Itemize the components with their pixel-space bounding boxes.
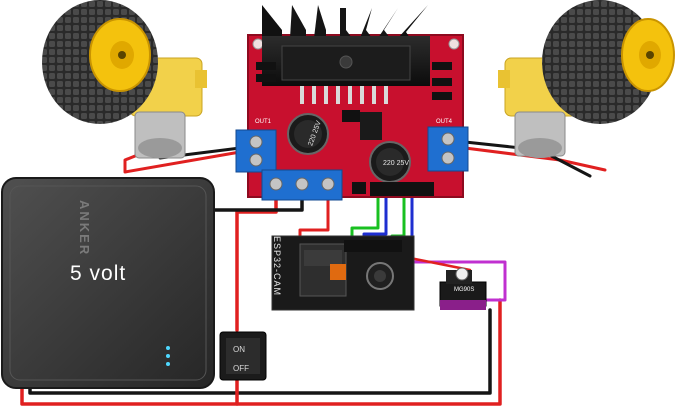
heatsink-icon: [262, 5, 430, 86]
capacitor-1: [287, 113, 329, 155]
ic-pins: [300, 86, 388, 104]
esp32-label: ESP32-CAM: [272, 236, 282, 297]
capacitor-2: [369, 141, 411, 183]
servo-label: MG90S: [454, 287, 475, 293]
switch-on-label: ON: [233, 345, 245, 354]
wire-power-black: [210, 196, 304, 242]
wheel-left: [42, 0, 207, 159]
powerbank: [1, 177, 215, 389]
terminal-power: [261, 169, 343, 201]
terminal-out1: [235, 129, 277, 173]
toggle-switch-icon: [219, 331, 267, 381]
terminal-out4: [427, 126, 469, 172]
out4-label: OUT4: [436, 119, 453, 125]
powerbank-label: 5 volt: [70, 262, 127, 285]
out1-label: OUT1: [255, 119, 272, 125]
wire-power-red: [235, 196, 278, 332]
switch-off-label: OFF: [233, 364, 249, 373]
powerbank-brand: ANKER: [77, 200, 92, 257]
esp32-cam-board: [271, 235, 415, 311]
wheel-right: [498, 0, 675, 158]
motor-driver-board: [235, 5, 469, 201]
servo-motor-icon: [439, 267, 487, 310]
capacitor-2-label: 220 25V: [383, 160, 410, 167]
